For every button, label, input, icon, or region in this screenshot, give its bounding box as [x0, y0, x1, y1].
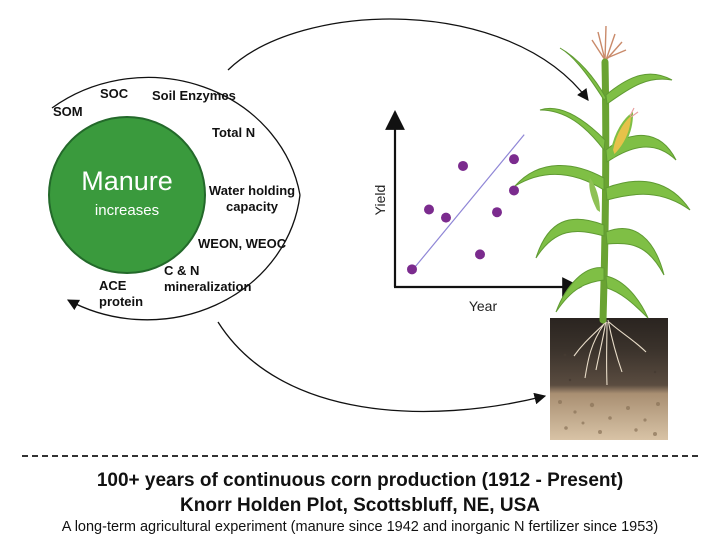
footer-title: 100+ years of continuous corn production… — [96, 470, 624, 491]
outer-cycle-ring-lower — [66, 194, 301, 321]
data-point — [475, 249, 485, 260]
label-som: SOM — [53, 104, 83, 119]
label-soil-enzymes: Soil Enzymes — [152, 88, 236, 103]
corn-stalk — [599, 58, 610, 324]
corn-tassel — [591, 25, 627, 61]
leaf — [535, 218, 605, 259]
leaf — [605, 228, 665, 276]
label-total-n: Total N — [212, 125, 255, 140]
manure-subtitle: increases — [95, 202, 159, 219]
label-weon-weoc: WEON, WEOC — [198, 236, 287, 251]
yield-chart: Year Yield — [372, 110, 582, 314]
footer-location: Knorr Holden Plot, Scottsbluff, NE, USA — [180, 495, 540, 516]
data-point — [509, 154, 519, 165]
arrow-top — [227, 18, 589, 101]
corn-plant — [514, 25, 691, 324]
leaf — [605, 73, 673, 105]
trendline — [411, 134, 525, 272]
leaf — [605, 275, 649, 319]
outer-cycle-ring — [51, 76, 301, 196]
data-point — [407, 264, 417, 275]
leaf — [605, 180, 691, 211]
data-point — [458, 160, 468, 171]
label-soc: SOC — [100, 86, 129, 101]
data-point — [509, 185, 519, 196]
corn-ear — [589, 107, 639, 212]
soil-profile — [550, 318, 668, 440]
leaf — [539, 107, 606, 152]
footer-description: A long-term agricultural experiment (man… — [61, 519, 659, 535]
diagram-svg: Manure increases SOM SOC Soil Enzymes To… — [48, 18, 691, 440]
leaf — [514, 164, 605, 191]
data-point — [424, 204, 434, 215]
manure-circle — [48, 116, 206, 274]
leaf — [555, 267, 605, 313]
dashed-divider — [22, 455, 698, 457]
leaf — [559, 47, 607, 101]
footer: 100+ years of continuous corn production… — [0, 455, 720, 535]
data-points — [407, 154, 519, 275]
manure-title: Manure — [81, 166, 173, 196]
data-point — [441, 212, 451, 223]
y-axis-label: Yield — [372, 185, 388, 216]
data-point — [492, 207, 502, 218]
x-axis-label: Year — [469, 298, 498, 314]
roots — [573, 319, 647, 386]
arrow-bottom — [217, 321, 547, 413]
